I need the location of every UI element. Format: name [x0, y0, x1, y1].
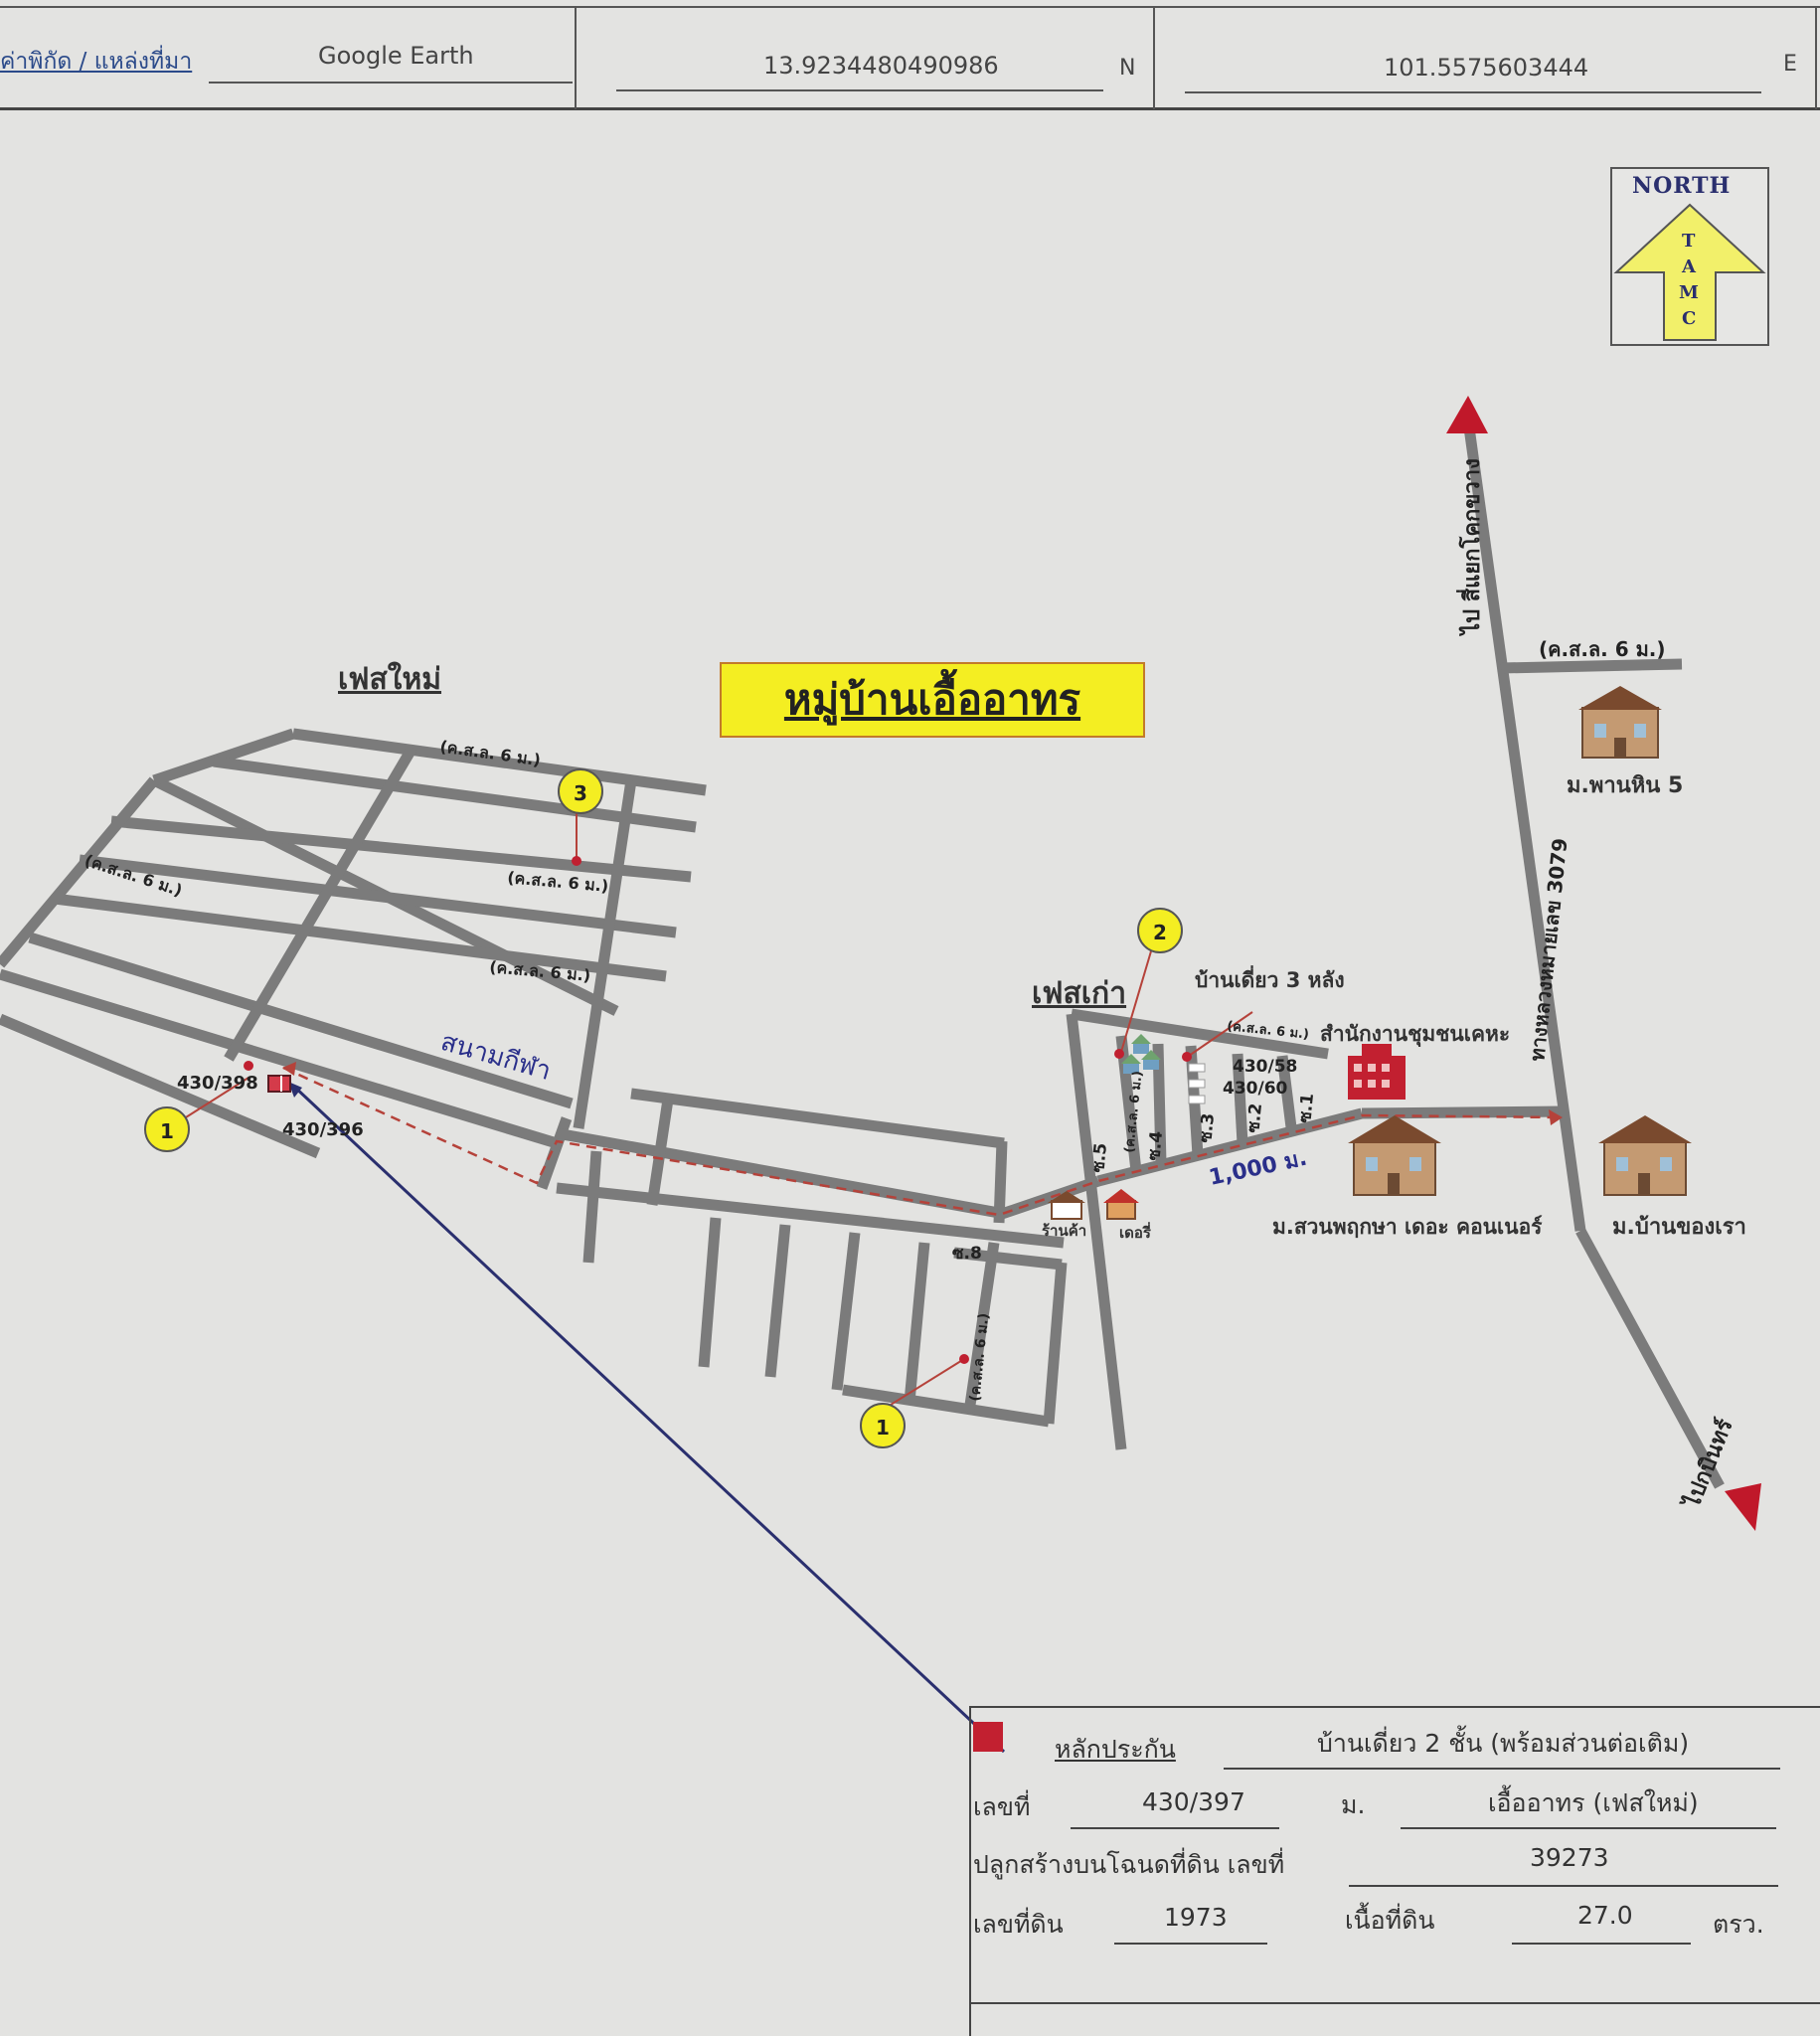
village-house-icon-phanhin: [1578, 686, 1662, 759]
south-direction-arrow-icon: [1725, 1483, 1761, 1531]
latitude-value: 13.9234480490986: [763, 52, 999, 80]
north-letter-c: C: [1682, 308, 1697, 329]
marker-1-left-label: 1: [160, 1119, 174, 1143]
house-number-398: 430/398: [177, 1073, 258, 1094]
village-ban-label: ม.บ้านของเรา: [1612, 1215, 1746, 1240]
village-title-box: หมู่บ้านเอื้ออาทร: [720, 662, 1145, 738]
collateral-value: บ้านเดี่ยว 2 ชั้น (พร้อมส่วนต่อเติม): [1317, 1729, 1690, 1758]
north-arrow: NORTH T A M C: [1610, 167, 1769, 346]
village-phanhin-label: ม.พานหิน 5: [1567, 773, 1684, 798]
north-direction-arrow-icon: [1446, 396, 1488, 433]
soi-label-8: ซ.8: [952, 1244, 982, 1264]
marker-3: 3: [558, 768, 603, 814]
north-letter-t: T: [1682, 231, 1696, 252]
moo-label: ม.: [1341, 1790, 1366, 1819]
shop-icon: [1048, 1191, 1085, 1220]
north-title: NORTH: [1632, 173, 1732, 199]
village-house-icon-suan: [1348, 1115, 1441, 1196]
single-houses-label: บ้านเดี่ยว 3 หลัง: [1195, 968, 1345, 992]
moo-value: เอื้ออาทร (เฟสใหม่): [1488, 1788, 1699, 1817]
soi-label-4: ซ.4: [1144, 1130, 1167, 1162]
deed-value: 39273: [1530, 1843, 1609, 1872]
to-north-label: ไป สี่แยกโคกขวาง: [1455, 458, 1485, 636]
house-number-60: 430/60: [1223, 1079, 1288, 1099]
route-path: [282, 1066, 1562, 1217]
marker-1-south: 1: [860, 1403, 906, 1448]
north-arrow-icon: [1613, 203, 1766, 341]
source-label: ค่าพิกัด / แหล่งที่มา: [0, 49, 193, 75]
land-number-label: เลขที่ดิน: [973, 1910, 1064, 1939]
land-number-value: 1973: [1164, 1903, 1228, 1932]
shop-dairy-label: เดอรี่: [1119, 1224, 1151, 1242]
marker-2: 2: [1137, 908, 1183, 953]
soi-label-5: ซ.5: [1088, 1142, 1111, 1174]
number-value: 430/397: [1142, 1787, 1245, 1816]
land-area-unit: ตรว.: [1713, 1910, 1764, 1939]
shop-old-label: ร้านค้า: [1042, 1222, 1087, 1240]
house-number-396: 430/396: [282, 1119, 364, 1140]
village-title: หมู่บ้านเอื้ออาทร: [783, 675, 1081, 724]
soi-label-3: ซ.3: [1196, 1112, 1219, 1144]
property-marker-icon: [267, 1075, 291, 1093]
marker-1-south-label: 1: [876, 1416, 890, 1440]
office-building-icon: [1348, 1044, 1406, 1100]
marker-2-label: 2: [1153, 921, 1167, 944]
deed-label: ปลูกสร้างบนโฉนดที่ดิน เลขที่: [973, 1850, 1285, 1879]
village-suan-label: ม.สวนพฤกษา เดอะ คอนเนอร์: [1272, 1215, 1543, 1239]
north-letter-a: A: [1682, 256, 1696, 277]
road-width-label-6: (ค.ส.ล. 6 ม.): [1539, 637, 1666, 661]
collateral-info-box: หลักประกัน บ้านเดี่ยว 2 ชั้น (พร้อมส่วนต…: [969, 1706, 1820, 2036]
source-value: Google Earth: [318, 42, 474, 70]
dairy-shop-icon: [1103, 1189, 1139, 1220]
phase-new-label: เฟสใหม่: [338, 662, 442, 697]
pointer-line: [291, 1084, 1006, 1754]
latitude-suffix: N: [1119, 56, 1136, 81]
marker-3-label: 3: [574, 781, 587, 805]
phase-old-label: เฟสเก่า: [1032, 976, 1127, 1011]
road-width-label-8: (ค.ส.ล. 6 ม.): [967, 1312, 992, 1402]
village-house-icon-ban: [1598, 1115, 1692, 1196]
community-office-label: สำนักงานชุมชนเคหะ: [1320, 1022, 1511, 1046]
single-house-icons: [1121, 1034, 1206, 1104]
marker-1-left: 1: [144, 1106, 190, 1152]
header-bar: ค่าพิกัด / แหล่งที่มา Google Earth 13.92…: [0, 0, 1820, 110]
road-network: [0, 426, 1725, 1489]
north-letter-m: M: [1679, 282, 1699, 303]
longitude-value: 101.5575603444: [1384, 54, 1589, 82]
longitude-suffix: E: [1783, 52, 1797, 77]
number-label: เลขที่: [973, 1792, 1031, 1821]
land-area-value: 27.0: [1577, 1901, 1633, 1930]
collateral-square-icon: [973, 1722, 1003, 1752]
soi-label-1: ซ.1: [1295, 1093, 1318, 1124]
house-number-58: 430/58: [1233, 1057, 1297, 1077]
collateral-label: หลักประกัน: [1055, 1735, 1176, 1764]
soi-label-2: ซ.2: [1243, 1103, 1266, 1134]
land-area-label: เนื้อที่ดิน: [1345, 1906, 1435, 1935]
